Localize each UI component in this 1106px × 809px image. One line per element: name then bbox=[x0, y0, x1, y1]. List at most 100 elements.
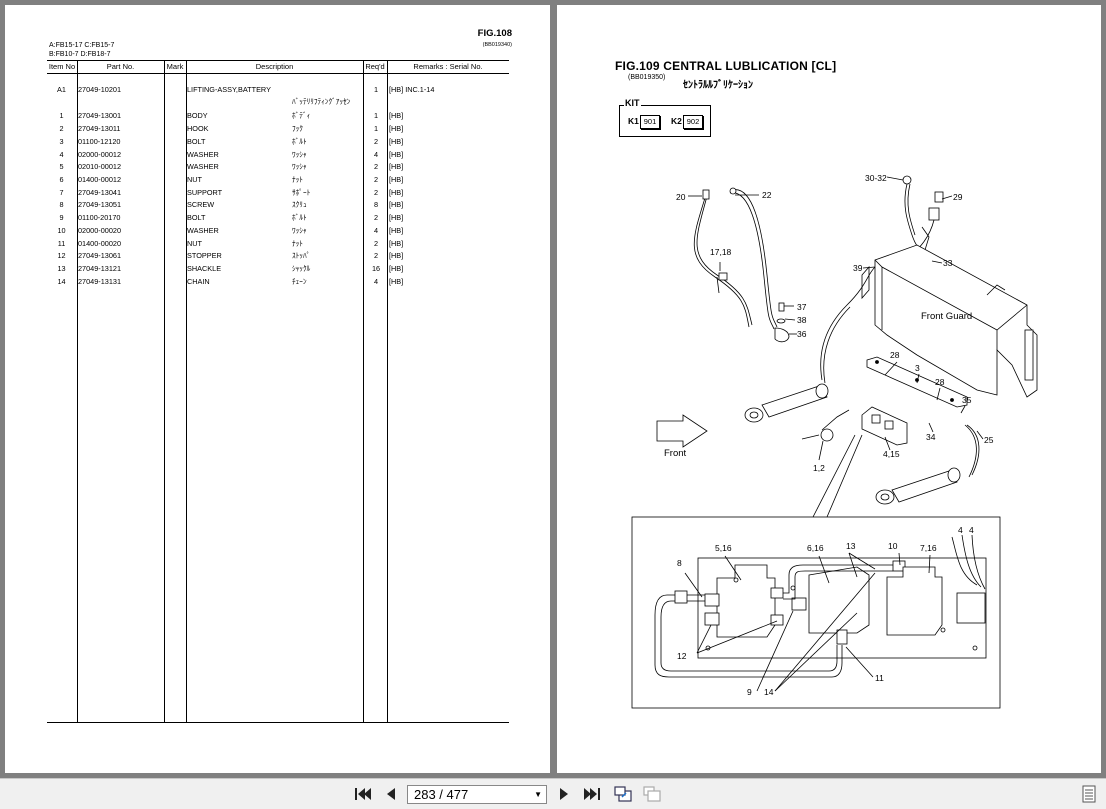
last-page-icon[interactable] bbox=[581, 784, 603, 804]
detail-callout-7-16: 7,16 bbox=[920, 543, 937, 553]
page-indicator-text: 283 / 477 bbox=[414, 787, 469, 802]
row-description: HOOK bbox=[187, 124, 209, 133]
left-fig-code: (BB019340) bbox=[482, 42, 512, 48]
right-fig-jp-title: ｾﾝﾄﾗﾙﾙﾌﾞﾘｹｰｼｮﾝ bbox=[683, 80, 753, 91]
row-item-no: 11 bbox=[57, 239, 66, 248]
callout-39: 39 bbox=[853, 263, 863, 273]
detail-callout-13: 13 bbox=[846, 541, 856, 551]
header-part: Part No. bbox=[106, 62, 135, 71]
model-line: A:FB15-17 C:FB15-7 bbox=[49, 42, 115, 49]
row-part-no: 27049-13061 bbox=[78, 251, 122, 260]
kit-k1-label: K1 bbox=[628, 116, 639, 126]
row-description-jp: ｽﾄｯﾊﾟ bbox=[292, 251, 311, 260]
row-description: WASHER bbox=[187, 162, 219, 171]
row-part-no: 02000-00012 bbox=[78, 150, 122, 159]
right-fig-code: (BB019350) bbox=[628, 74, 666, 81]
row-item-no: 5 bbox=[59, 162, 64, 171]
front-guard-label: Front Guard bbox=[921, 311, 972, 322]
row-description: BOLT bbox=[187, 137, 206, 146]
chevron-down-icon[interactable]: ▼ bbox=[534, 790, 542, 799]
first-page-icon[interactable] bbox=[352, 784, 374, 804]
row-part-no: 01400-00020 bbox=[78, 239, 122, 248]
row-item-no: 10 bbox=[57, 226, 66, 235]
row-remarks: [HB] bbox=[389, 239, 404, 248]
header-remarks: Remarks : Serial No. bbox=[413, 62, 483, 71]
row-req: 2 bbox=[373, 162, 379, 171]
row-req: 1 bbox=[373, 124, 379, 133]
detail-callout-14: 14 bbox=[764, 687, 774, 697]
callout-37: 37 bbox=[797, 302, 807, 312]
row-description-jp: ﾜｯｼｬ bbox=[292, 162, 307, 171]
detail-callout-12: 12 bbox=[677, 651, 687, 661]
front-label: Front bbox=[664, 448, 687, 459]
detail-callout-11: 11 bbox=[875, 673, 884, 683]
row-req: 1 bbox=[373, 85, 379, 94]
kit-k2-box: 902 bbox=[683, 115, 703, 129]
window-disabled-icon bbox=[641, 784, 663, 804]
detail-callout-5-16: 5,16 bbox=[715, 543, 732, 553]
row-description-jp: ﾜｯｼｬ bbox=[292, 150, 307, 159]
row-part-no: 27049-13121 bbox=[78, 264, 122, 273]
row-req: 2 bbox=[373, 213, 379, 222]
row-item-no: 4 bbox=[59, 150, 64, 159]
callout-28-left: 28 bbox=[890, 350, 900, 360]
row-remarks: [HB] bbox=[389, 111, 404, 120]
window-icon[interactable] bbox=[612, 784, 634, 804]
kit-k1-box: 901 bbox=[640, 115, 660, 129]
row-description: SHACKLE bbox=[187, 264, 222, 273]
kit-k2-label: K2 bbox=[671, 116, 682, 126]
row-remarks: [HB] INC.1-14 bbox=[389, 85, 435, 94]
row-req: 1 bbox=[373, 111, 379, 120]
row-item-no: 3 bbox=[59, 137, 64, 146]
row-req: 2 bbox=[373, 137, 379, 146]
header-item: Item No bbox=[48, 62, 76, 71]
parts-table: Item No Part No. Mark Description Req'd … bbox=[47, 60, 509, 723]
row-remarks: [HB] bbox=[389, 124, 404, 133]
row-remarks: [HB] bbox=[389, 150, 404, 159]
row-remarks: [HB] bbox=[389, 226, 404, 235]
row-req: 2 bbox=[373, 251, 379, 260]
row-description-jp: ﾌｯｸ bbox=[292, 124, 303, 133]
detail-callout-4b: 4 bbox=[969, 525, 974, 535]
row-description: LIFTING-ASSY,BATTERY bbox=[187, 85, 271, 94]
callout-25: 25 bbox=[984, 435, 994, 445]
row-part-no: 27049-13051 bbox=[78, 200, 122, 209]
row-remarks: [HB] bbox=[389, 264, 404, 273]
model-list: A:FB15-17 C:FB15-7 B:FB10-7 D:FB18-7 bbox=[49, 41, 114, 59]
table-row: ﾊﾞｯﾃﾘﾘﾌﾃｨﾝｸﾞｱｯｾﾝ bbox=[47, 96, 509, 108]
page-indicator[interactable]: 283 / 477 ▼ bbox=[407, 785, 547, 804]
row-description-jp: ﾅｯﾄ bbox=[292, 239, 303, 248]
row-description-jp: ﾎﾞﾙﾄ bbox=[292, 137, 307, 146]
row-req: 8 bbox=[373, 200, 379, 209]
row-description-jp: ﾜｯｼｬ bbox=[292, 226, 307, 235]
callout-35: 35 bbox=[962, 395, 972, 405]
row-item-no: 14 bbox=[57, 277, 66, 286]
detail-callout-9: 9 bbox=[747, 687, 752, 697]
menu-icon[interactable] bbox=[1078, 784, 1100, 804]
row-description-jp: ﾎﾞﾃﾞｨ bbox=[292, 111, 311, 120]
viewer-toolbar: 283 / 477 ▼ bbox=[0, 778, 1106, 809]
row-description: SCREW bbox=[187, 200, 215, 209]
next-page-icon[interactable] bbox=[553, 784, 575, 804]
right-fig-title: FIG.109 CENTRAL LUBLICATION [CL] bbox=[615, 59, 837, 73]
row-item-no: 7 bbox=[59, 188, 64, 197]
prev-page-icon[interactable] bbox=[380, 784, 402, 804]
row-req: 4 bbox=[373, 277, 379, 286]
callout-30-32: 30-32 bbox=[865, 173, 887, 183]
callout-17-18: 17,18 bbox=[710, 247, 732, 257]
callout-38: 38 bbox=[797, 315, 807, 325]
row-remarks: [HB] bbox=[389, 175, 404, 184]
callout-1-2: 1,2 bbox=[813, 463, 825, 473]
row-description: STOPPER bbox=[187, 251, 222, 260]
row-remarks: [HB] bbox=[389, 213, 404, 222]
left-page: FIG.108 (BB019340) A:FB15-17 C:FB15-7 B:… bbox=[5, 5, 550, 773]
row-description: NUT bbox=[187, 175, 202, 184]
row-req: 2 bbox=[373, 239, 379, 248]
model-line: B:FB10-7 D:FB18-7 bbox=[49, 51, 111, 58]
row-item-no: 1 bbox=[59, 111, 64, 120]
